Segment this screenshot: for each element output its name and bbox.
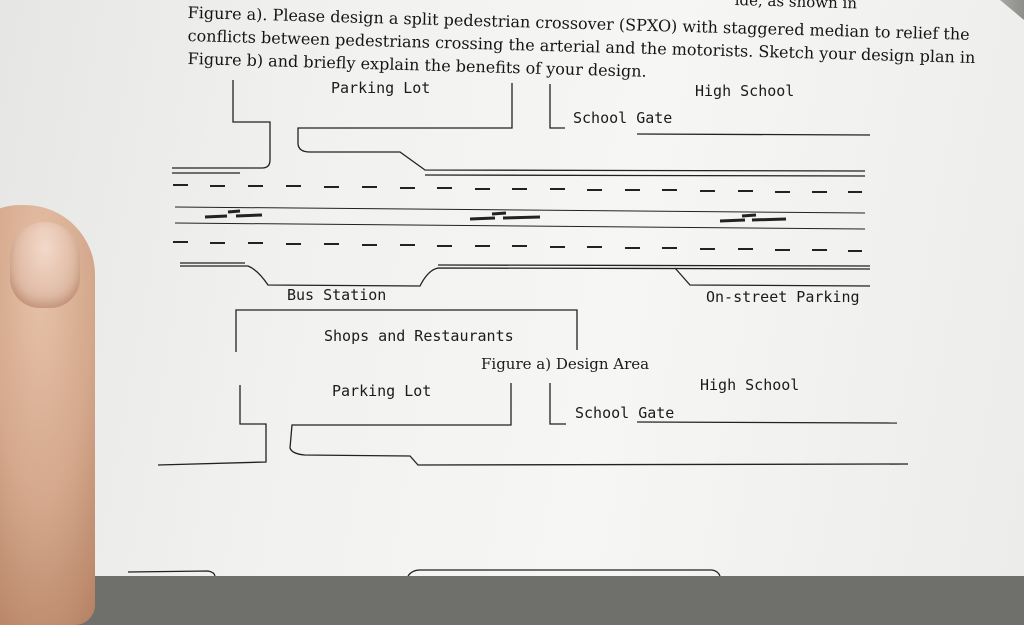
fig-b-high-school-frontage <box>636 421 898 424</box>
fig-b-school-gate-line <box>549 383 566 425</box>
left-driveway-line <box>172 80 271 169</box>
median-symbol-1 <box>204 209 263 219</box>
bottom-line-right <box>407 569 721 576</box>
median-symbol-2 <box>469 211 541 221</box>
fig-b-left-driveway <box>157 385 267 466</box>
label-on-street-parking: On-street Parking <box>706 288 860 306</box>
figure-a-caption: Figure a) Design Area <box>481 355 650 373</box>
median-line-top <box>174 206 866 214</box>
label-bus-station: Bus Station <box>287 286 387 304</box>
school-gate-line <box>549 84 565 129</box>
median-line-bottom <box>174 222 866 230</box>
curb-line-north <box>297 142 866 172</box>
bottom-line-left <box>127 570 216 576</box>
high-school-frontage <box>636 133 871 136</box>
shops-outline <box>235 309 578 352</box>
road-diagram <box>127 80 909 576</box>
thumbnail <box>10 222 80 308</box>
fig-b-label-parking-lot: Parking Lot <box>332 382 432 400</box>
fig-b-label-school-gate: School Gate <box>575 404 675 422</box>
label-shops-restaurants: Shops and Restaurants <box>324 327 514 345</box>
median-symbol-3 <box>719 213 787 223</box>
label-parking-lot: Parking Lot <box>331 79 431 97</box>
lane-markings-lower <box>173 241 862 252</box>
lane-markings-upper <box>173 184 862 193</box>
fig-b-label-high-school: High School <box>700 376 800 394</box>
parking-lot-outline <box>297 83 513 143</box>
fig-b-parking-curb <box>289 383 909 466</box>
label-high-school: High School <box>695 82 795 100</box>
on-street-parking-bay <box>674 267 871 287</box>
label-school-gate: School Gate <box>573 109 673 127</box>
